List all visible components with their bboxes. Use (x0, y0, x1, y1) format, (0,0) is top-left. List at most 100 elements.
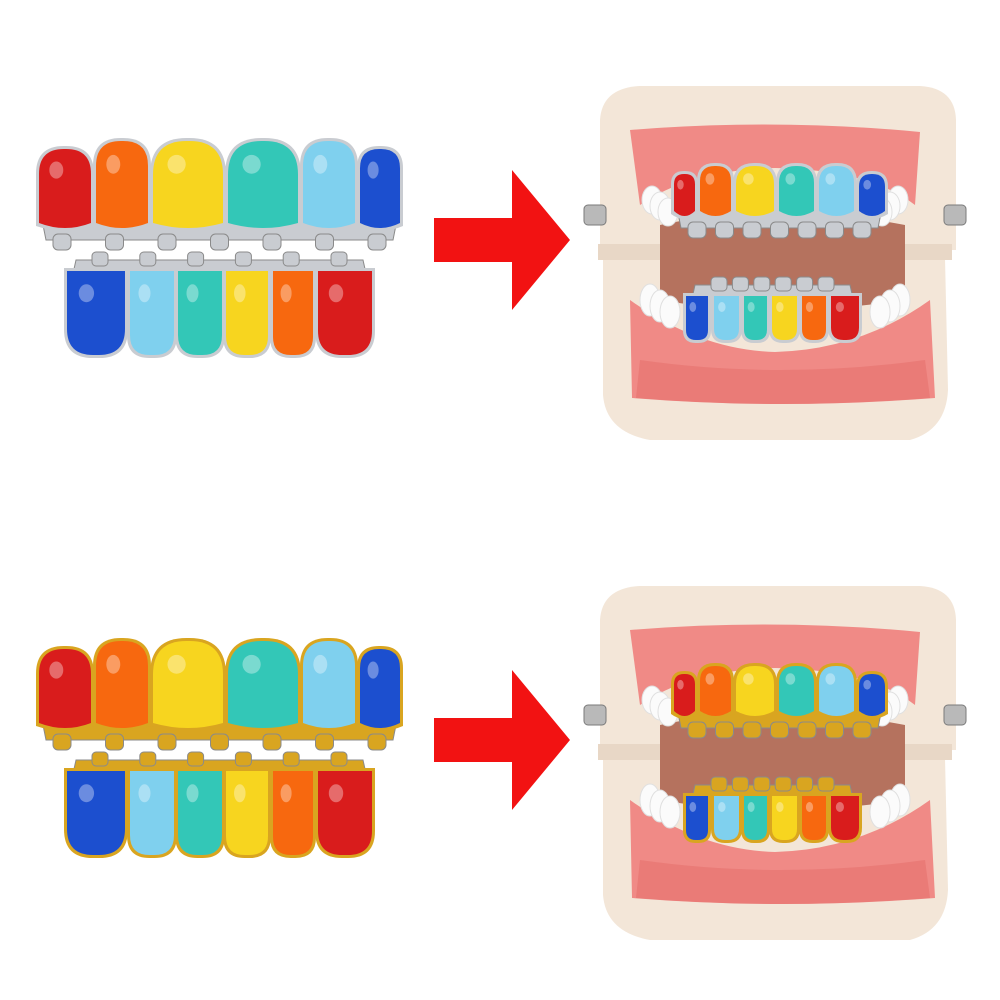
gold-set-model-upper-tooth-shine (677, 679, 684, 690)
gold-set-lower-tooth-shine (78, 784, 95, 803)
gold-set-lower-tooth-light_blue (130, 771, 174, 855)
silver-set-model-upper-tooth-yellow (736, 166, 774, 216)
silver-set-lower-grill (64, 251, 375, 358)
gold-set-model-lower-tooth-shine (776, 802, 784, 812)
gold-set-lower-prong (330, 751, 348, 767)
gold-set-upper-prong (367, 733, 387, 751)
gold-set-model-lower-tooth-blue (686, 796, 708, 840)
silver-set-model-lower-grill (683, 276, 862, 343)
gold-set-upper-tooth-shine (167, 654, 186, 674)
back-tooth (659, 295, 681, 329)
silver-set-model-lower-tooth-shine (776, 302, 784, 312)
silver-set-upper-tooth-teal (228, 141, 298, 228)
silver-set-model-upper-prong (825, 221, 844, 239)
silver-set-lower-prong (234, 251, 252, 267)
back-tooth (869, 295, 891, 329)
gold-set-model-lower-tooth-yellow (772, 796, 797, 840)
gold-set-model-upper-prong (687, 721, 707, 739)
silver-set-upper-prong (105, 233, 124, 251)
silver-set-lower-tooth-shine (78, 284, 95, 303)
silver-set-model-upper-tooth-shine (705, 173, 715, 185)
silver-set-lower-tooth-shine (328, 284, 344, 303)
silver-set-upper-tooth-shine (167, 154, 186, 174)
silver-set-lower-tooth-light_blue (130, 271, 174, 355)
silver-set-lower-tooth-shine (138, 284, 151, 303)
silver-set-lower-prong (187, 251, 205, 267)
gold-set-upper-tooth-shine (49, 661, 64, 679)
gold-set-lower-tooth-orange (273, 771, 313, 855)
silver-set-model-lower-tooth-shine (835, 302, 844, 312)
hinge-pin-left (583, 204, 607, 226)
gold-set-model-upper-tooth-red (674, 674, 695, 716)
silver-set-upper-tooth-yellow (153, 141, 223, 228)
gold-set-lower-prong (139, 751, 157, 767)
gold-set-model-lower-tooth-shine (747, 802, 755, 812)
silver-set-model-upper-tooth-blue (859, 174, 885, 216)
gold-set-upper-prong (105, 733, 124, 751)
silver-set-upper-tooth-shine (367, 161, 379, 179)
gold-set-model-lower-grill (683, 776, 862, 843)
silver-set-model-lower-tooth-teal (744, 296, 767, 340)
silver-set-model-lower-prong (796, 276, 814, 292)
arrow-icon (434, 670, 570, 810)
gold-set-upper-tooth-shine (106, 654, 121, 674)
silver-set-model-upper-tooth-shine (743, 173, 754, 185)
silver-set-upper-prong (367, 233, 387, 251)
gold-set-model-lower-tooth-teal (744, 796, 767, 840)
gold-set-model-lower-prong (796, 776, 814, 792)
silver-set-upper-tooth-red (39, 149, 91, 228)
silver-set-upper-tooth-light_blue (303, 141, 355, 228)
gold-set-lower-tooth-teal (178, 771, 222, 855)
lower-gum-shade (636, 360, 930, 404)
gold-set-lower-grill (64, 751, 375, 858)
silver-set-lower-tooth-blue (67, 271, 125, 355)
gold-set-model-upper-tooth-light_blue (819, 666, 854, 716)
gold-set-model-upper-tooth-teal (779, 666, 814, 716)
gold-set-upper-tooth-light_blue (303, 641, 355, 728)
silver-set-model-lower-tooth-shine (805, 302, 814, 312)
gold-set-model-upper-prong (715, 721, 734, 739)
gold-set-model-lower-prong (753, 776, 771, 792)
silver-set-upper-tooth-shine (106, 154, 121, 174)
gold-set-upper-tooth-teal (228, 641, 298, 728)
gold-set-model-lower-prong (710, 776, 728, 792)
gold-set-model-upper-tooth-shine (743, 673, 754, 685)
hinge-pin-left (583, 704, 607, 726)
gold-set-upper-tooth-shine (367, 661, 379, 679)
gold-set-model-upper-prong (852, 721, 872, 739)
gold-set-model-lower-prong (817, 776, 835, 792)
silver-set-upper-prong (262, 233, 282, 251)
silver-set-upper-tooth-blue (360, 149, 400, 228)
silver-set-lower-tooth-shine (234, 284, 246, 303)
gold-set-model-upper-tooth-blue (859, 674, 885, 716)
silver-set-lower-prong (139, 251, 157, 267)
silver-set-model-upper-tooth-shine (785, 173, 796, 185)
silver-set-upper-tooth-orange (96, 141, 148, 228)
silver-set-model-lower-tooth-orange (802, 296, 826, 340)
gold-set-upper-tooth-blue (360, 649, 400, 728)
gold-set-model-upper-tooth-yellow (736, 666, 774, 716)
gold-set-model-upper-tooth-shine (863, 679, 872, 690)
gold-grillz-panel (0, 500, 1000, 1000)
silver-set-lower-tooth-teal (178, 271, 222, 355)
gold-set-lower-tooth-red (318, 771, 372, 855)
silver-set-model-upper-grill (671, 163, 888, 239)
gold-set-upper-tooth-yellow (153, 641, 223, 728)
silver-set-model-lower-tooth-yellow (772, 296, 797, 340)
hinge-pin-right (943, 704, 967, 726)
gold-set-upper-prong (157, 733, 177, 751)
silver-set-lower-prong (91, 251, 109, 267)
gold-set-model-lower-tooth-red (831, 796, 859, 840)
silver-set-model-upper-prong (797, 221, 817, 239)
gold-set-lower-tooth-shine (138, 784, 151, 803)
gold-set-model-lower-tooth-shine (689, 802, 697, 812)
silver-set-upper-tooth-shine (242, 154, 261, 174)
gold-set-lower-prong (282, 751, 300, 767)
gold-set-model-lower-tooth-shine (718, 802, 726, 812)
silver-set-upper-prong (52, 233, 72, 251)
silver-set-model-upper-prong (742, 221, 762, 239)
back-tooth (869, 795, 891, 829)
gold-set-model-lower-tooth-light_blue (714, 796, 739, 840)
gold-set-dental-model (583, 586, 967, 940)
